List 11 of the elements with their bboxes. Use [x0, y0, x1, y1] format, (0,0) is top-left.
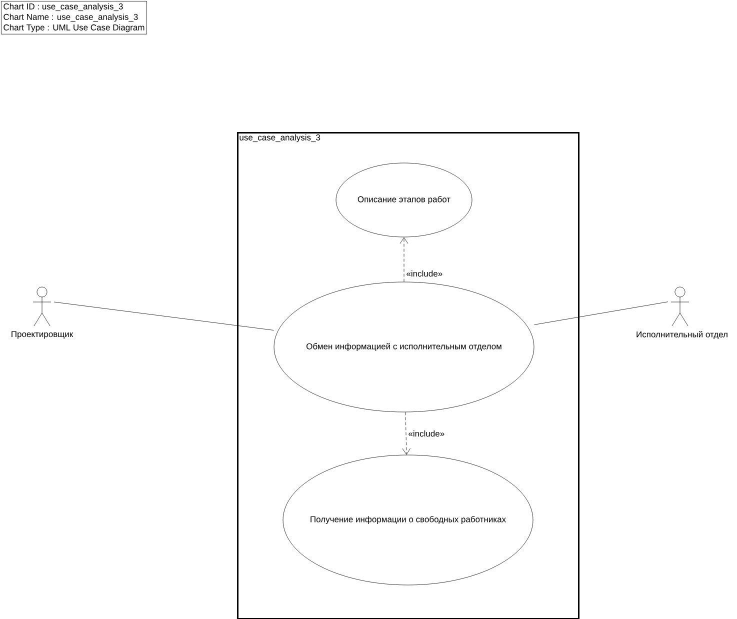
info-box: Chart ID : use_case_analysis_3 Chart Name : use_case_analysis_3 Chart Type : UML Use Case Diagram: [1, 1, 147, 34]
actor: Проектировщик: [12, 286, 74, 339]
actor: Исполнительный отдел: [636, 286, 728, 339]
edge-label: «include»: [408, 430, 444, 437]
node-label: Проектировщик: [12, 331, 74, 339]
include-arrow: [402, 412, 411, 455]
edge-label: «include»: [406, 270, 442, 277]
node-label: Исполнительный отдел: [636, 331, 728, 339]
association-line: [534, 302, 668, 325]
association-line: [54, 302, 274, 330]
include-arrow: [400, 237, 408, 282]
